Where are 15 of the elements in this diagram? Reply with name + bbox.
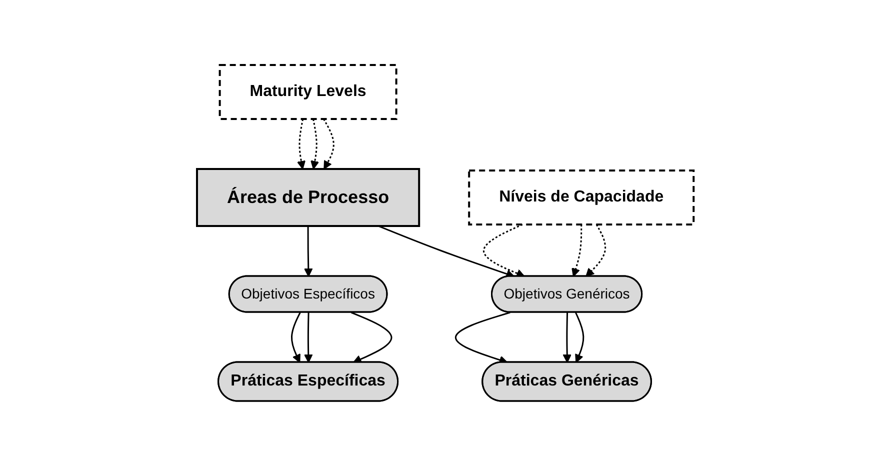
arrow: [585, 224, 606, 276]
arrow: [310, 118, 319, 169]
arrow: [574, 312, 584, 362]
node-box: Maturity Levels: [218, 64, 397, 120]
arrow: [304, 312, 312, 362]
node-box: Áreas de Processo: [196, 168, 420, 226]
arrow: [562, 312, 572, 362]
arrow: [290, 312, 301, 362]
arrow: [350, 311, 392, 363]
arrow: [304, 226, 312, 276]
arrow: [322, 118, 334, 169]
arrow: [571, 224, 582, 276]
arrow: [482, 223, 525, 277]
arrow: [296, 118, 306, 169]
node-box: Níveis de Capacidade: [468, 169, 694, 225]
